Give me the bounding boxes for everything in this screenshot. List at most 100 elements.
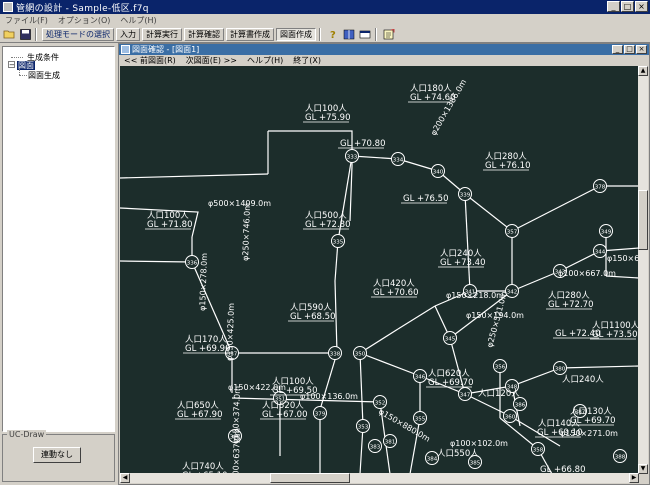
tree-collapse-icon[interactable]: −	[8, 61, 15, 69]
node-circle	[513, 397, 527, 411]
tab-calc-run[interactable]: 計算実行	[142, 27, 182, 41]
node-id-label: 335	[333, 240, 344, 246]
population-label: 人口100人	[147, 211, 189, 221]
menu-help[interactable]: ヘルプ(H)	[120, 15, 157, 25]
node-circle	[425, 451, 439, 465]
exit-button[interactable]: 終了(X)	[293, 56, 321, 65]
node-circle	[391, 152, 405, 166]
save-icon[interactable]	[18, 28, 32, 41]
pipe-dimension-label: φ150×278.0m	[198, 253, 209, 311]
tree-line	[19, 69, 20, 75]
node-id-label: 381	[385, 440, 396, 446]
notepad-icon[interactable]	[382, 28, 396, 41]
pipe-segment	[359, 352, 421, 377]
ground-level-label: GL +73.50	[592, 330, 637, 340]
ground-level-label: GL +67.90	[177, 410, 222, 420]
tree-node-drawing-label: 図面	[17, 61, 35, 70]
ground-level-label: GL +75.90	[305, 113, 350, 123]
node-id-label: 348	[507, 385, 518, 391]
tree-node-conditions[interactable]: 生成条件	[27, 53, 59, 62]
ground-level-label: GL +76.10	[485, 161, 530, 171]
node-circle	[228, 429, 242, 443]
node-circle	[443, 331, 457, 345]
pipe-dimension-label: φ100×667.0m	[558, 269, 616, 278]
pipe-dimension-label: φ500×1409.0m	[208, 199, 271, 208]
link-none-button[interactable]: 連動なし	[33, 447, 81, 463]
node-circle	[599, 224, 613, 238]
pipe-dimension-label: φ150×271.0m	[560, 429, 618, 438]
population-label: 人口740人	[182, 462, 224, 472]
node-id-label: 380	[555, 367, 566, 373]
child-title: 図面確認 - [図面1]	[132, 45, 200, 54]
prev-drawing-button[interactable]: << 前図面(R)	[124, 56, 176, 65]
pipe-segment	[191, 261, 233, 354]
node-circle	[505, 284, 519, 298]
population-label: 人口140人	[538, 419, 580, 429]
pipe-segment	[120, 173, 269, 179]
minimize-button[interactable]: _	[607, 1, 620, 12]
scroll-right-icon[interactable]: ▶	[629, 473, 639, 483]
horizontal-scrollbar[interactable]: ◀ ▶	[120, 473, 639, 483]
child-window-controls: _ □ ×	[612, 45, 647, 54]
pipe-segment	[464, 193, 513, 232]
child-close-button[interactable]: ×	[636, 45, 647, 54]
menu-bar: ファイル(F) オプション(O) ヘルプ(H)	[0, 14, 650, 26]
ground-level-label: GL +67.00	[262, 410, 307, 420]
ground-level-label: GL +69.90	[185, 344, 230, 354]
scroll-left-icon[interactable]: ◀	[120, 473, 130, 483]
maximize-button[interactable]: □	[621, 1, 634, 12]
uc-draw-group: UC-Draw 連動なし	[2, 430, 115, 482]
vertical-scroll-thumb[interactable]	[638, 190, 648, 250]
tab-drawing[interactable]: 図面作成	[276, 27, 316, 41]
menu-file[interactable]: ファイル(F)	[5, 15, 48, 25]
node-id-label: 382	[230, 435, 241, 441]
node-circle	[505, 224, 519, 238]
mode-select-label[interactable]: 処理モードの選択	[42, 27, 114, 41]
close-button[interactable]: ×	[635, 1, 648, 12]
scroll-down-icon[interactable]: ▼	[638, 464, 648, 474]
ground-level-label: GL +72.80	[305, 220, 350, 230]
tree-view: 生成条件 − 図面 図面生成	[2, 46, 115, 432]
next-drawing-button[interactable]: 次図面(E) >>	[185, 56, 237, 65]
toolbar: 処理モードの選択 入力 計算実行 計算確認 計算書作成 図面作成 ?	[0, 26, 650, 43]
window-controls: _ □ ×	[607, 1, 648, 12]
population-label: 人口520人	[262, 401, 304, 411]
pipe-segment	[318, 352, 338, 414]
app-icon	[3, 2, 13, 12]
node-circle	[345, 149, 359, 163]
tab-input[interactable]: 入力	[116, 27, 140, 41]
help-icon[interactable]: ?	[326, 28, 340, 41]
child-maximize-button[interactable]: □	[624, 45, 635, 54]
node-id-label: 338	[330, 352, 341, 358]
pipe-segment	[120, 207, 199, 238]
window-icon[interactable]	[358, 28, 372, 41]
node-id-label: 387	[575, 410, 586, 416]
open-folder-icon[interactable]	[2, 28, 16, 41]
node-id-label: 350	[355, 352, 366, 358]
tree-node-drawing[interactable]: 図面	[17, 60, 35, 71]
node-circle	[593, 179, 607, 193]
node-circle	[593, 244, 607, 258]
scroll-up-icon[interactable]: ▲	[638, 66, 648, 76]
node-id-label: 342	[507, 290, 518, 296]
node-id-label: 334	[393, 158, 404, 164]
horizontal-scroll-thumb[interactable]	[270, 473, 350, 483]
ground-level-label: GL +76.50	[403, 194, 448, 204]
tree-node-generate[interactable]: 図面生成	[28, 71, 60, 80]
pipe-segment	[449, 337, 466, 395]
tab-calc-check[interactable]: 計算確認	[184, 27, 224, 41]
child-help-menu[interactable]: ヘルプ(H)	[247, 56, 284, 65]
pipe-segment	[351, 155, 399, 160]
pipe-segment	[419, 375, 466, 395]
tab-report[interactable]: 計算書作成	[226, 27, 274, 41]
node-circle	[383, 434, 397, 448]
pipe-segment	[359, 352, 364, 427]
vertical-scrollbar[interactable]: ▲ ▼	[638, 66, 648, 474]
menu-options[interactable]: オプション(O)	[57, 15, 111, 25]
ground-level-label: GL +66.80	[540, 465, 585, 474]
book-icon[interactable]	[342, 28, 356, 41]
ground-level-label: GL +69.70	[570, 416, 615, 426]
node-id-label: 346	[415, 375, 426, 381]
child-minimize-button[interactable]: _	[612, 45, 623, 54]
